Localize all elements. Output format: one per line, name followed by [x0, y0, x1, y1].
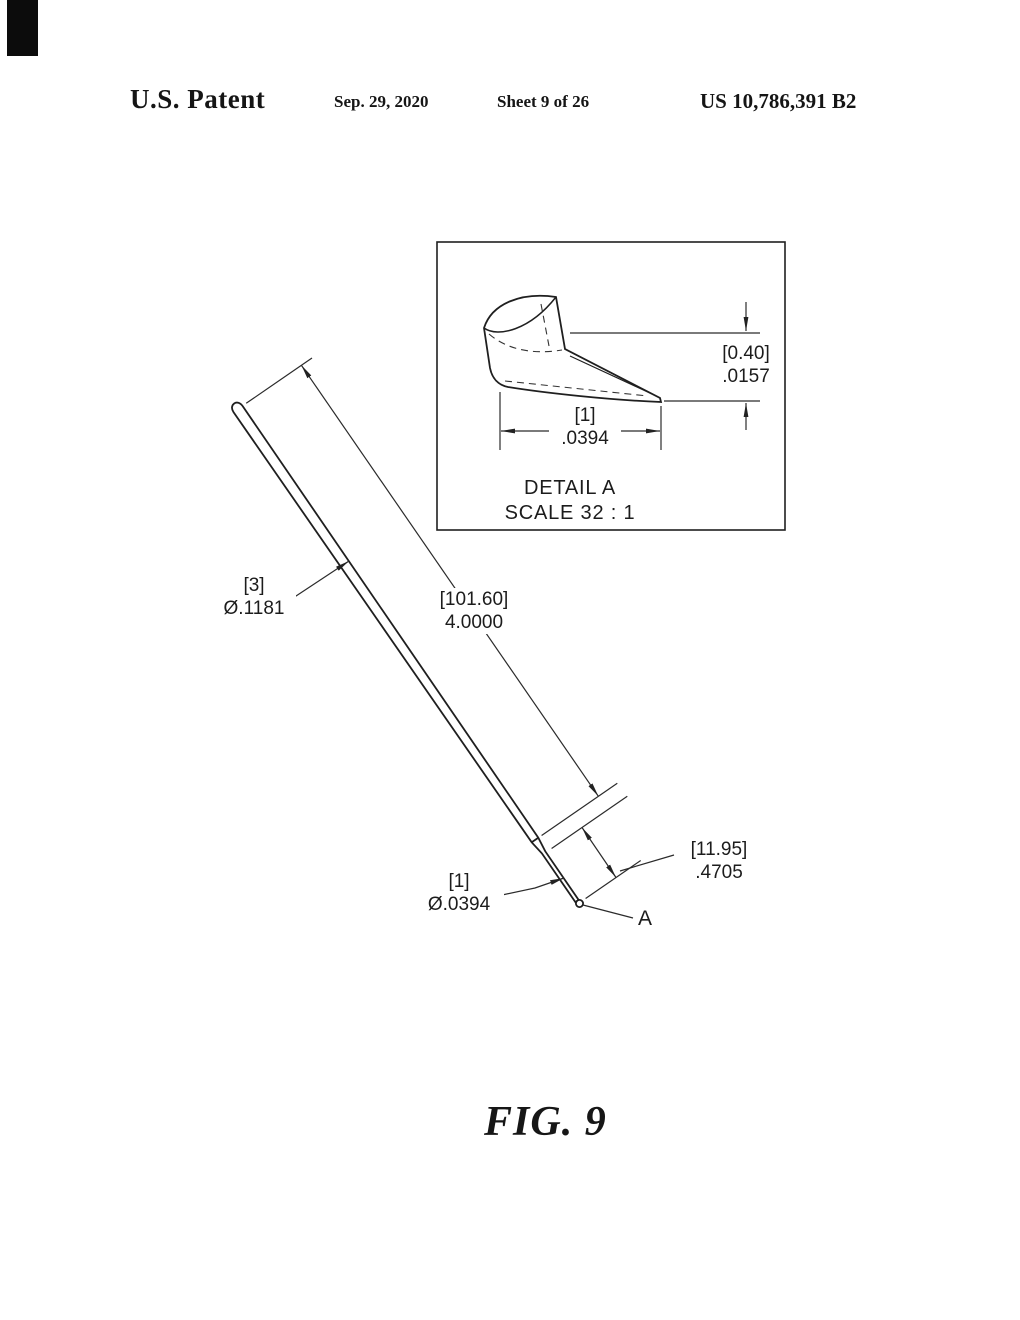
detail-width-mm: [1]: [574, 405, 596, 426]
length-extension-top: [245, 357, 313, 404]
needle-tip-ball: [575, 899, 585, 909]
tip-diameter-label: [1] Ø.0394: [414, 870, 504, 917]
detail-width-inch: .0394: [561, 428, 609, 450]
detail-dimensions-group: [499, 302, 760, 450]
length-dimension-line: [300, 364, 599, 797]
detail-a-leader: [582, 904, 634, 919]
detail-shape-group: [483, 295, 663, 403]
tip-diameter-mm: [1]: [448, 871, 470, 892]
detail-reference-label: A: [638, 907, 653, 930]
detail-height-inch: .0157: [722, 366, 770, 388]
shaft-diameter-inch: Ø.1181: [223, 598, 285, 620]
tip-diameter-inch: Ø.0394: [427, 894, 491, 916]
shaft-diameter-leader: [292, 560, 350, 599]
tip-length-mm: [11.95]: [690, 839, 748, 860]
detail-title: DETAIL A SCALE 32 : 1: [470, 476, 670, 526]
detail-width-label: [1] .0394: [549, 404, 621, 451]
detail-facet-line: [569, 355, 653, 395]
detail-height-label: [0.40] .0157: [708, 342, 784, 389]
detail-hidden-line-base: [488, 333, 563, 353]
overall-length-label: [101.60] 4.0000: [426, 588, 522, 635]
needle-transition-line: [531, 836, 539, 844]
detail-opening-rim: [483, 296, 557, 333]
figure-caption: FIG. 9: [484, 1099, 607, 1145]
detail-view-box: [436, 241, 786, 531]
scan-artifact-black-corner: [7, 0, 38, 56]
tip-length-leader: [619, 854, 675, 872]
header-patent-number: US 10,786,391 B2: [700, 89, 857, 113]
shaft-diameter-mm: [3]: [243, 575, 265, 596]
tip-extension-end: [585, 860, 642, 899]
tip-length-inch: .4705: [695, 862, 743, 884]
tip-extension-transition: [551, 795, 628, 849]
length-extension-transition: [541, 782, 618, 836]
shaft-diameter-label: [3] Ø.1181: [212, 574, 296, 621]
header-sheet-number: Sheet 9 of 26: [497, 92, 590, 111]
tip-dimension-line: [581, 827, 617, 878]
header-patent-label: U.S. Patent: [130, 84, 266, 114]
detail-height-mm: [0.40]: [722, 343, 770, 364]
overall-length-mm: [101.60]: [439, 589, 509, 610]
main-dimensions-group: [245, 357, 675, 919]
overall-length-inch: 4.0000: [444, 612, 504, 634]
tip-length-label: [11.95] .4705: [676, 838, 762, 885]
detail-title-name: DETAIL A: [524, 477, 616, 499]
header-date: Sep. 29, 2020: [334, 92, 429, 111]
tip-diameter-leader: [501, 877, 565, 896]
detail-title-scale: SCALE 32 : 1: [504, 502, 636, 524]
